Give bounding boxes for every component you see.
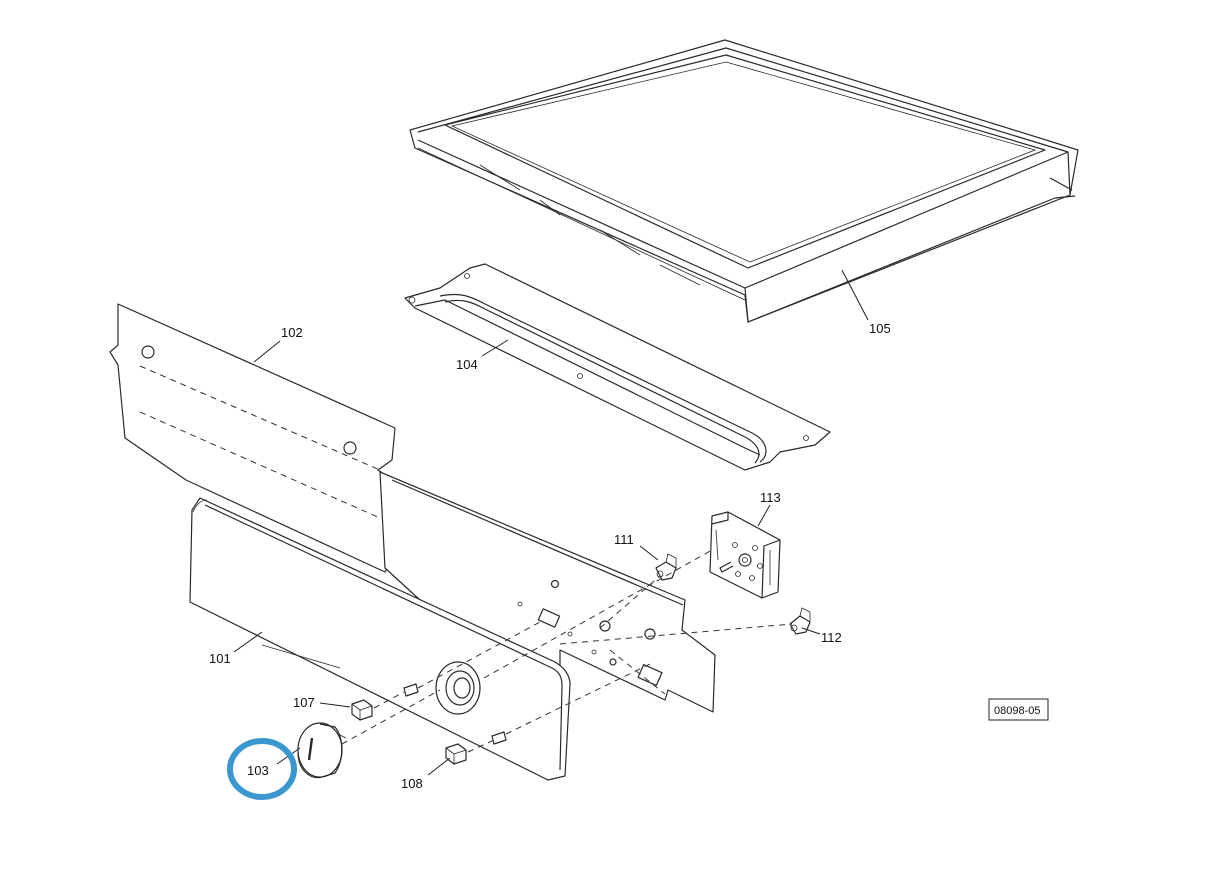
figure-code-label: 08098-05 bbox=[994, 705, 1041, 717]
callout-102[interactable]: 102 bbox=[281, 325, 303, 340]
leader-lines bbox=[233, 269, 869, 776]
part-102-rear-panel bbox=[109, 303, 396, 573]
part-105-top-panel bbox=[409, 39, 1079, 323]
console-frame bbox=[379, 471, 716, 713]
figure-code-box: 08098-05 bbox=[988, 698, 1049, 721]
part-104-bracket bbox=[404, 263, 831, 471]
part-103-knob bbox=[297, 722, 347, 779]
callout-104[interactable]: 104 bbox=[456, 357, 478, 372]
part-111-switch bbox=[655, 553, 677, 581]
callout-101[interactable]: 101 bbox=[209, 651, 231, 666]
highlight-circle-103 bbox=[227, 738, 297, 800]
part-107-button bbox=[351, 699, 373, 721]
callout-112[interactable]: 112 bbox=[821, 630, 842, 645]
callout-111[interactable]: 111 bbox=[614, 532, 634, 547]
assembly-lines bbox=[341, 549, 793, 753]
callout-108[interactable]: 108 bbox=[401, 776, 423, 791]
callout-107[interactable]: 107 bbox=[293, 695, 315, 710]
part-108-button bbox=[445, 743, 467, 765]
callout-103[interactable]: 103 bbox=[247, 763, 269, 778]
callout-113[interactable]: 113 bbox=[760, 490, 781, 505]
callout-105[interactable]: 105 bbox=[869, 321, 891, 336]
part-101-console-panel bbox=[189, 497, 571, 781]
part-113-timer bbox=[709, 511, 781, 599]
